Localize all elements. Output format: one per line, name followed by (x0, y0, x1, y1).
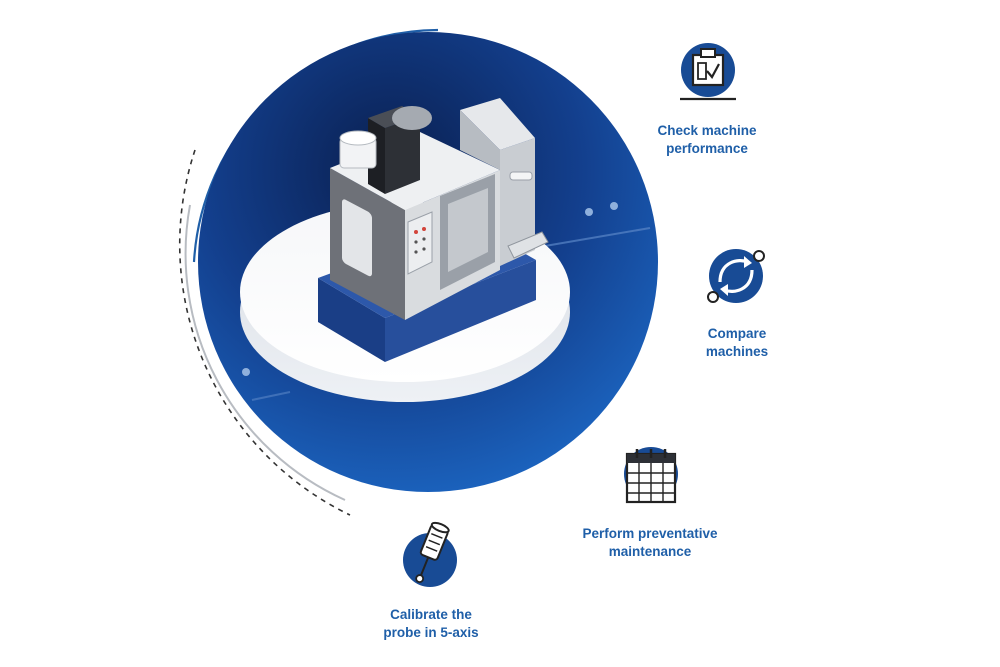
orbit-dot (585, 208, 593, 216)
label-preventative-maintenance: Perform preventative maintenance (550, 525, 750, 561)
orbit-dot (242, 368, 250, 376)
label-line: maintenance (608, 544, 692, 559)
side-handle (509, 171, 533, 181)
label-compare-machines: Compare machines (637, 325, 837, 361)
label-line: performance (666, 141, 748, 156)
calendar-icon (624, 447, 678, 504)
label-calibrate-probe: Calibrate the probe in 5-axis (331, 606, 531, 642)
side-cabinet-side (460, 110, 500, 170)
machine-base-left (318, 278, 385, 362)
orbit-dot (610, 202, 618, 210)
label-check-machine-performance: Check machine performance (607, 122, 807, 158)
orbit-line (544, 227, 651, 247)
label-line: probe in 5-axis (383, 625, 479, 640)
spindle-motor (392, 106, 432, 130)
clipboard-check-icon (680, 43, 736, 101)
outer-arc-gray (184, 204, 346, 501)
machine-window (342, 199, 372, 277)
probe-icon (403, 521, 457, 587)
label-line: Perform preventative (582, 526, 718, 541)
side-cabinet-front (500, 138, 535, 266)
tool-tray (507, 231, 549, 259)
side-cabinet-top (460, 98, 535, 150)
label-line: machines (705, 344, 769, 359)
spindle-head-front (385, 116, 420, 194)
control-panel (407, 211, 433, 275)
label-line: Check machine (657, 123, 757, 138)
compare-arrows-icon (707, 249, 765, 303)
outer-arc-dashed (178, 149, 351, 516)
machine-base-right (385, 260, 536, 362)
label-line: Compare (707, 326, 767, 341)
machine-interior (448, 188, 488, 272)
label-line: Calibrate the (390, 607, 472, 622)
orbit-line (251, 391, 291, 401)
